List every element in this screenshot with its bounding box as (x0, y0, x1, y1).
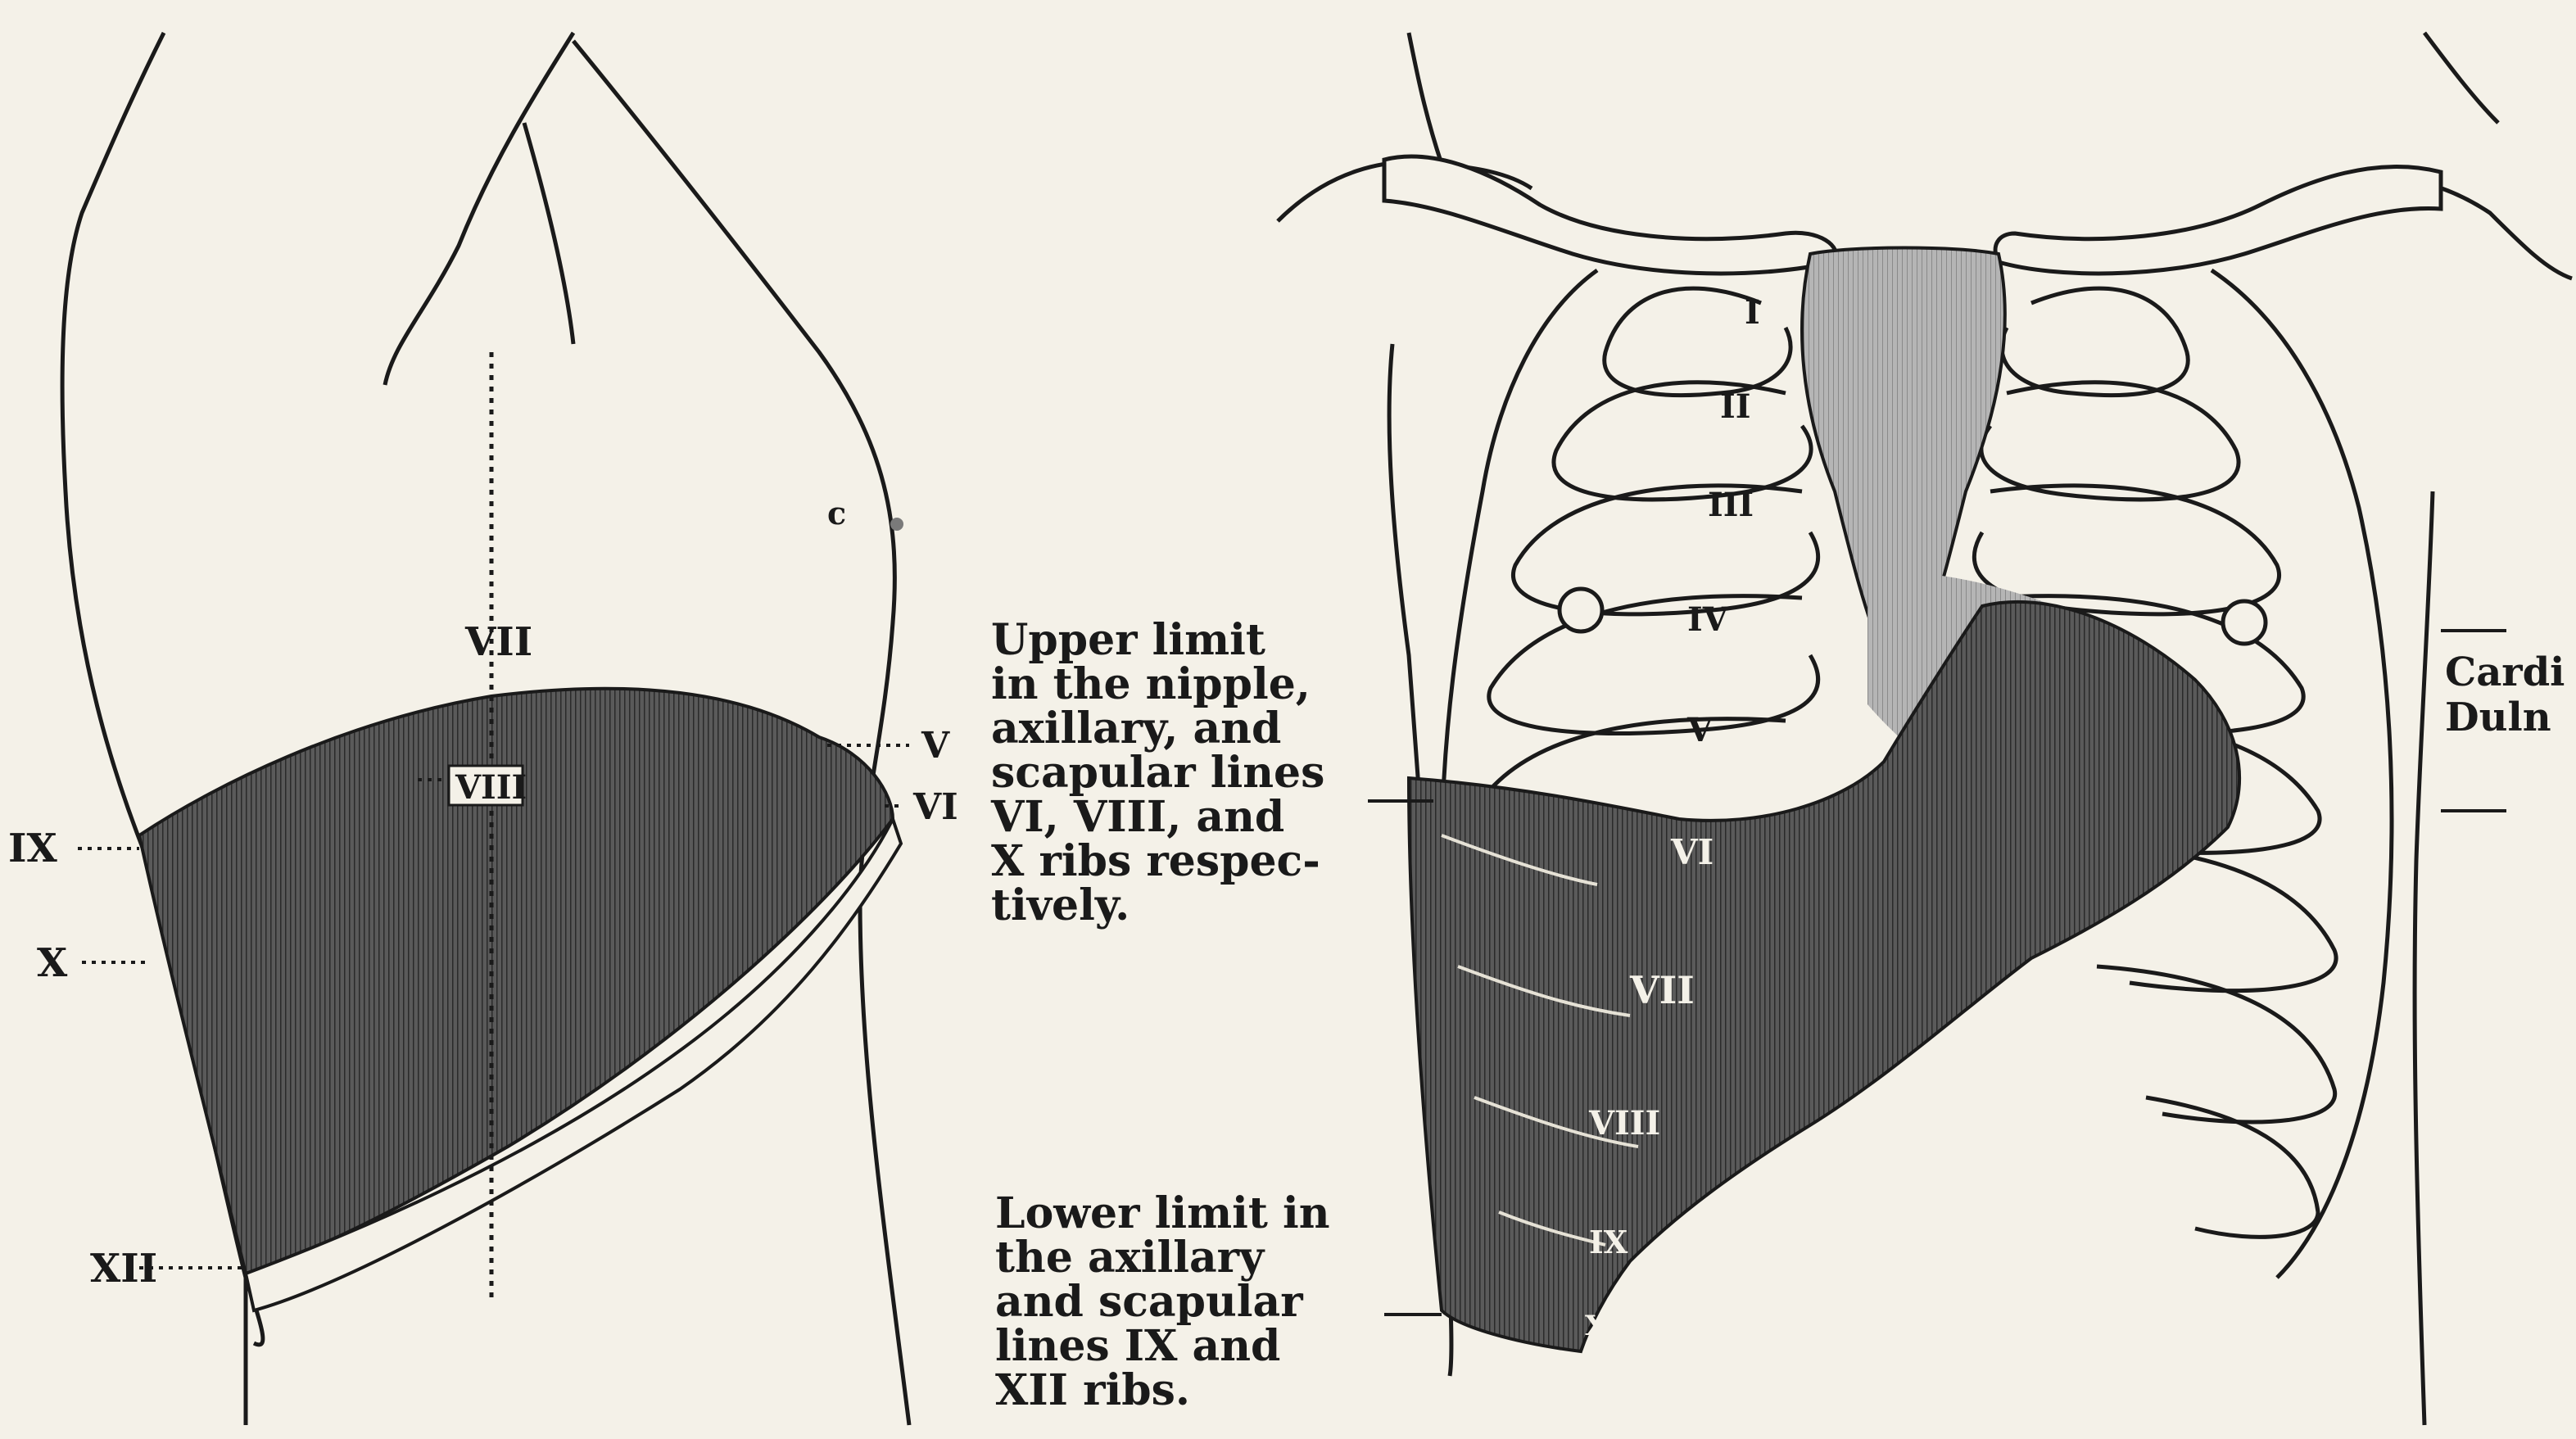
cardiac-label: Cardi (2445, 651, 2565, 694)
right-label-ii: II (1720, 387, 1750, 426)
left-label-xii: XII (90, 1246, 157, 1292)
upper-caption-line-6: X ribs respec- (991, 839, 1360, 884)
body-right-outline (2415, 491, 2433, 1425)
left-label-vii: VII (464, 619, 532, 665)
left-label-x: X (37, 940, 68, 986)
lower-caption-line-5: XII ribs. (995, 1369, 1364, 1413)
dullness-label: Duln (2445, 696, 2551, 739)
neck-left (1409, 33, 1442, 164)
torso-left-outline (62, 33, 246, 1425)
upper-caption-line-3: axillary, and (991, 707, 1360, 751)
lower-caption-line-2: the axillary (995, 1236, 1364, 1280)
lower-caption-line-3: and scapular (995, 1280, 1364, 1324)
right-label-x: X (1585, 1310, 1607, 1342)
left-label-vi: VI (912, 786, 958, 828)
upper-caption-line-1: Upper limit (991, 618, 1360, 663)
right-liver-area (1409, 602, 2239, 1351)
upper-caption-line-7: tively. (991, 884, 1360, 928)
lower-limit-caption: Lower limit in the axillary and scapular… (995, 1192, 1364, 1413)
left-nipple (1560, 589, 1602, 631)
shoulder-crease (524, 123, 573, 344)
shoulder-blade-line (385, 33, 573, 385)
right-label-vi: VI (1670, 832, 1714, 872)
upper-caption-line-2: in the nipple, (991, 663, 1360, 707)
right-label-iv: IV (1687, 600, 1729, 639)
clavicle-right (1995, 167, 2441, 274)
lower-caption-line-4: lines IX and (995, 1324, 1364, 1369)
lower-caption-line-1: Lower limit in (995, 1192, 1364, 1236)
nipple-marker (890, 518, 903, 531)
upper-caption-line-4: scapular lines (991, 751, 1360, 795)
right-label-i: I (1745, 293, 1760, 332)
right-label-viii: VIII (1588, 1104, 1660, 1143)
right-label-ix: IX (1589, 1224, 1628, 1260)
clavicle-left (1384, 156, 1836, 274)
upper-limit-caption: Upper limit in the nipple, axillary, and… (991, 618, 1360, 928)
upper-caption-line-5: VI, VIII, and (991, 795, 1360, 839)
right-label-vii: VII (1629, 968, 1695, 1012)
left-label-c: c (827, 495, 846, 532)
right-label-iii: III (1708, 486, 1754, 524)
neck-right (2424, 33, 2498, 123)
right-nipple (2223, 601, 2266, 644)
left-label-viii: VIII (455, 768, 527, 807)
right-label-v: V (1686, 711, 1714, 749)
left-label-v: V (921, 725, 950, 767)
left-label-ix: IX (8, 826, 57, 871)
